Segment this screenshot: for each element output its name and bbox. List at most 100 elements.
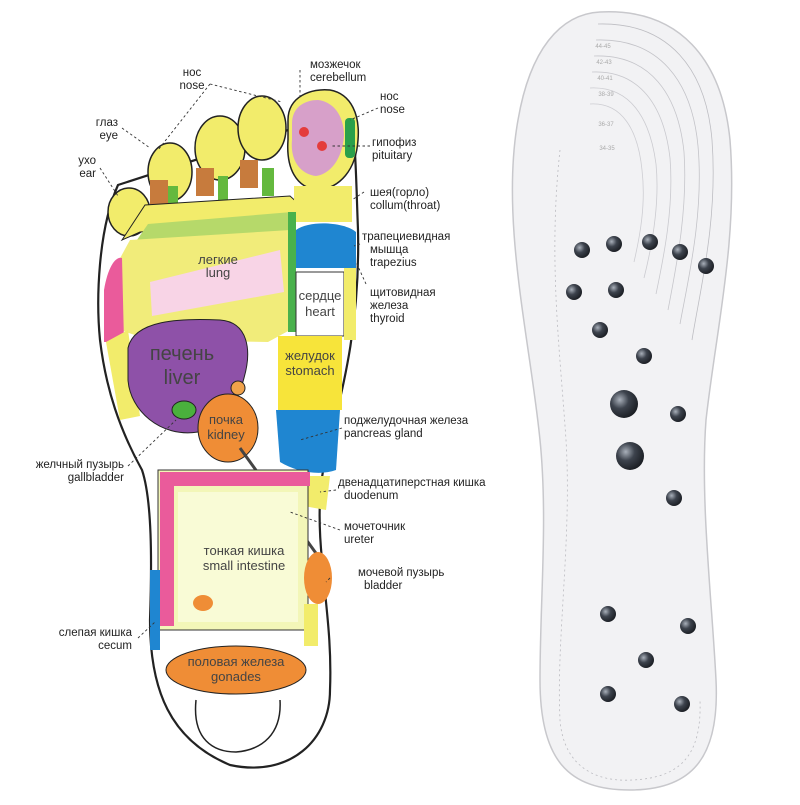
trapezius-blue xyxy=(296,223,356,268)
magnet xyxy=(642,234,658,250)
small-orange-dot xyxy=(193,595,213,611)
kidney-ru: почка xyxy=(209,412,244,427)
lung-region xyxy=(150,250,284,316)
small-intestine-ru: тонкая кишка xyxy=(204,543,285,558)
nose-right-label-en: nose xyxy=(380,104,405,116)
foot-map: легкие lung сердце heart печень liver же… xyxy=(97,88,360,769)
small-intestine-en: small intestine xyxy=(203,558,285,573)
trapezius-label-ru1: трапециевидная xyxy=(362,231,450,243)
nose-left-label-en: nose xyxy=(180,80,205,92)
adrenal-dot xyxy=(230,380,246,396)
size-mark-4: 38-39 xyxy=(598,92,614,98)
toe-green-3 xyxy=(262,168,274,196)
kidney-region xyxy=(197,393,259,463)
stomach-yellow xyxy=(278,336,342,410)
gonads-region xyxy=(165,645,307,695)
stomach-ru: желудок xyxy=(285,348,335,363)
nose-right-label-ru: нос xyxy=(380,91,399,103)
magnet xyxy=(606,236,622,252)
size-mark-1: 44-45 xyxy=(595,44,611,50)
heel-inner xyxy=(194,699,281,753)
thyroid-label-ru2: железа xyxy=(370,300,409,312)
right-lower-yellow xyxy=(304,604,318,646)
magnet xyxy=(610,390,638,418)
lung-ru: легкие xyxy=(198,252,238,267)
left-pink-strip xyxy=(104,257,124,342)
size-mark-6: 34-35 xyxy=(599,146,615,152)
size-line-3 xyxy=(593,55,686,311)
right-green-strip xyxy=(288,212,296,332)
small-intestine-top-pink xyxy=(160,472,310,486)
kidney-en: kidney xyxy=(207,427,245,442)
ureter-label-ru: мочеточник xyxy=(344,521,406,533)
bladder-region xyxy=(304,552,332,604)
heart-ru: сердце xyxy=(299,288,342,303)
throat-label-en: collum(throat) xyxy=(370,200,440,212)
leader-lines xyxy=(99,70,379,639)
size-mark-2: 42-43 xyxy=(596,60,612,66)
magnet xyxy=(566,284,582,300)
cerebellum-label-en: cerebellum xyxy=(310,72,366,84)
pituitary-label-ru: гипофиз xyxy=(372,137,416,149)
small-intestine-left-pink xyxy=(160,486,174,626)
pituitary-label-en: pituitary xyxy=(372,150,413,162)
liver-en: liver xyxy=(164,367,201,389)
ureter-label-en: ureter xyxy=(344,534,374,546)
magnet xyxy=(666,490,682,506)
size-line-1 xyxy=(597,23,714,341)
magnet xyxy=(636,348,652,364)
liver-ru: печень xyxy=(150,343,214,365)
size-line-4 xyxy=(591,71,672,295)
magnet xyxy=(680,618,696,634)
throat-yellow-block xyxy=(294,186,352,222)
gallbladder-label-en: gallbladder xyxy=(68,472,124,484)
toe-brown-3 xyxy=(240,160,258,188)
trapezius-label-en: trapezius xyxy=(370,257,417,269)
ear-label-en: ear xyxy=(79,168,96,180)
right-yellow-edge xyxy=(344,268,356,340)
left-lower-yellow xyxy=(106,330,140,420)
toe-green-2 xyxy=(218,176,228,202)
size-line-6 xyxy=(589,103,644,263)
magnet xyxy=(698,258,714,274)
magnet xyxy=(608,282,624,298)
toe-big-pink xyxy=(291,100,344,176)
magnet xyxy=(616,442,644,470)
ear-label-ru: ухо xyxy=(78,155,96,167)
toe-brown-1 xyxy=(150,180,168,206)
magnet xyxy=(674,696,690,712)
toe-second xyxy=(237,95,287,161)
duodenum-label-en: duodenum xyxy=(344,490,398,502)
duodenum-label-ru: двенадцатиперстная кишка xyxy=(338,477,486,489)
stitch-line xyxy=(554,149,701,781)
heart-en: heart xyxy=(305,304,335,319)
toe-big-green xyxy=(345,118,355,158)
gonads-ru: половая железа xyxy=(188,654,286,669)
bladder-label-en: bladder xyxy=(364,580,403,592)
magnet xyxy=(600,606,616,622)
size-line-2 xyxy=(595,39,700,325)
gonads-en: gonades xyxy=(211,669,261,684)
cecum-blue xyxy=(150,570,160,650)
stomach-en: stomach xyxy=(285,363,334,378)
magnet xyxy=(574,242,590,258)
toe-brown-2 xyxy=(196,168,214,196)
cecum-label-en: cecum xyxy=(98,640,132,652)
thyroid-label-en: thyroid xyxy=(370,313,405,325)
pituitary-dot xyxy=(317,141,327,151)
lung-en: lung xyxy=(206,265,231,280)
pancreas-blue xyxy=(276,410,340,473)
magnet xyxy=(638,652,654,668)
magnet xyxy=(670,406,686,422)
cerebellum-label-ru: мозжечок xyxy=(310,59,362,71)
size-mark-5: 36-37 xyxy=(598,122,614,128)
pancreas-label-ru: поджелудочная железа xyxy=(344,415,469,427)
gallbladder-label-ru: желчный пузырь xyxy=(36,459,124,471)
trapezius-label-ru2: мышца xyxy=(370,244,409,256)
magnetic-insole: 44-45 42-43 40-41 38-39 36-37 34-35 xyxy=(511,11,733,791)
pancreas-label-en: pancreas gland xyxy=(344,428,423,440)
throat-label-ru: шея(горло) xyxy=(370,187,429,199)
thyroid-label-ru1: щитовидная xyxy=(370,287,436,299)
eye-label-ru: глаз xyxy=(96,117,118,129)
cecum-label-ru: слепая кишка xyxy=(59,627,133,639)
